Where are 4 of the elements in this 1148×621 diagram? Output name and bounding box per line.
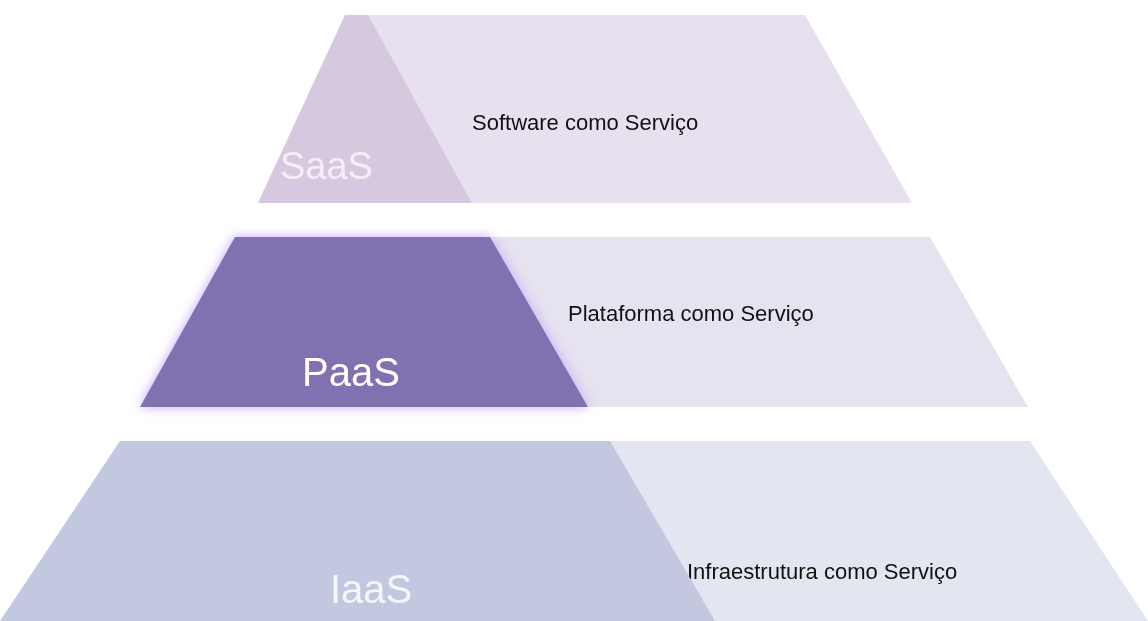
tier-acronym: PaaS bbox=[302, 350, 400, 395]
tier-label: Plataforma como Serviço bbox=[568, 301, 814, 327]
tier-label: Software como Serviço bbox=[472, 110, 699, 136]
tier-label: Infraestrutura como Serviço bbox=[687, 559, 958, 585]
